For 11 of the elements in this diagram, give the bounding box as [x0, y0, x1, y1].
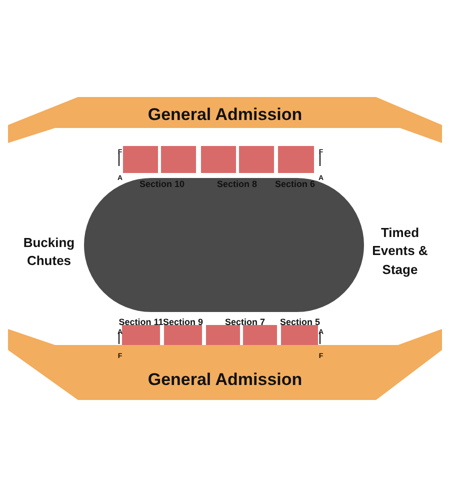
- section-label: Section 6: [274, 179, 315, 189]
- section-label: Section 7: [224, 317, 265, 327]
- section-label: Section 11: [118, 317, 164, 327]
- section-label: Section 10: [139, 179, 185, 189]
- area-label: Timed Events & Stage: [372, 225, 428, 277]
- area-label: Bucking Chutes: [23, 235, 75, 268]
- area-label: General Admission: [148, 370, 302, 389]
- section-label: Section 5: [280, 317, 320, 327]
- section-label: Section 8: [216, 179, 257, 189]
- section-label: Section 9: [162, 317, 203, 327]
- area-label: General Admission: [148, 105, 302, 124]
